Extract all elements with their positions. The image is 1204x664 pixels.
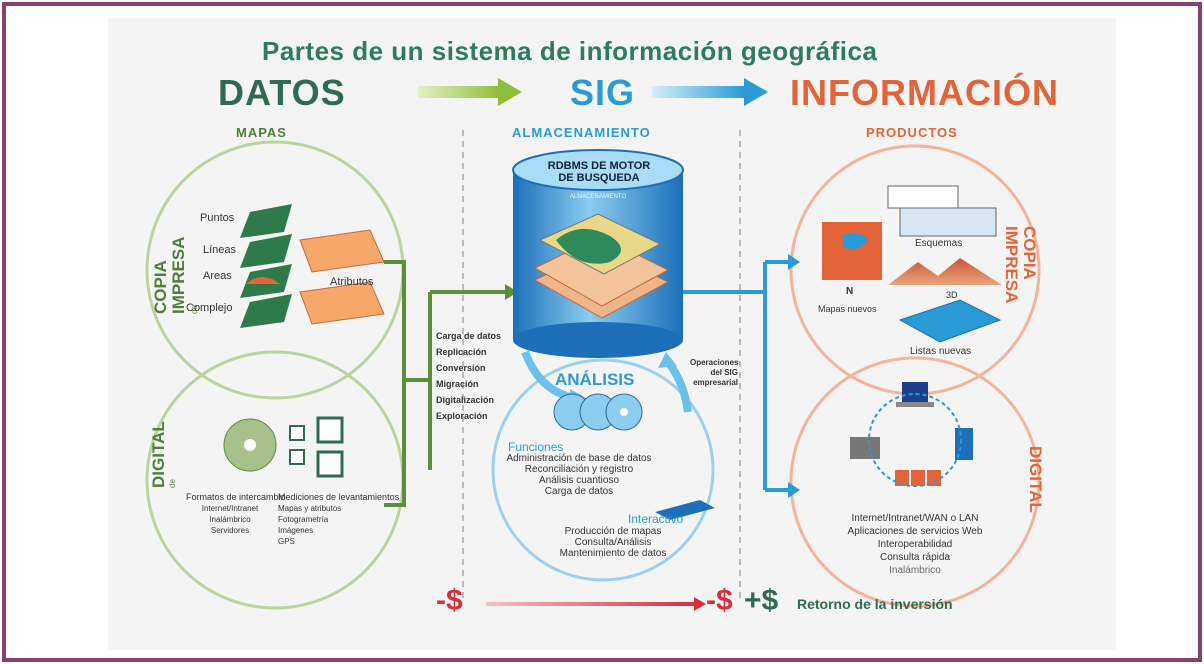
- arrow-sig-informacion-icon: [652, 78, 768, 106]
- db-title: RDBMS DE MOTOR DE BUSQUEDA: [547, 160, 651, 184]
- arrow-datos-sig-icon: [418, 78, 522, 106]
- three-d-label: 3D: [946, 290, 958, 300]
- formatos-column-2: Mediciones de levantamientos Mapas y atr…: [278, 492, 400, 546]
- map-item-complejo: Complejo: [186, 302, 233, 314]
- north-label: N: [846, 286, 854, 297]
- funciones-list: Administración de base de datos Reconcil…: [506, 453, 652, 497]
- left-impresa-label: IMPRESA: [169, 236, 188, 314]
- cd-network-icon: [223, 416, 344, 478]
- map-layers-icon: [240, 204, 385, 328]
- retorno-label: Retorno de la inversión: [797, 596, 953, 612]
- left-digital-de: de: [168, 479, 177, 488]
- operaciones-label: Operaciones del SIG empresarial: [690, 358, 739, 387]
- return-plus: +$: [744, 584, 779, 617]
- formatos-column-1: Formatos de intercambio Internet/Intrane…: [186, 492, 286, 535]
- interactivo-list: Producción de mapas Consulta/Análisis Ma…: [559, 526, 667, 559]
- carga-list: Carga de datos Replicación Conversión Mi…: [436, 331, 502, 421]
- cost-minus-1: -$: [436, 584, 463, 617]
- map-item-areas: Areas: [203, 270, 232, 282]
- section-productos: PRODUCTOS: [866, 125, 958, 140]
- map-atributos: Atributos: [330, 276, 374, 288]
- right-impresa-label: IMPRESA: [1002, 226, 1021, 304]
- map-item-lineas: Líneas: [203, 244, 237, 256]
- stage-informacion: INFORMACIÓN: [790, 72, 1059, 113]
- map-item-puntos: Puntos: [200, 212, 235, 224]
- db-sublabel: ALMACENAMIENTO: [569, 194, 627, 200]
- right-copia-label: COPIA: [1020, 226, 1039, 280]
- analisis-title: ANÁLISIS: [555, 370, 635, 389]
- stage-sig: SIG: [570, 72, 636, 113]
- interactivo-title: Interactivo: [628, 512, 684, 526]
- left-copia-label: COPIA: [151, 260, 170, 314]
- mapas-nuevos-label: Mapas nuevos: [818, 304, 877, 314]
- left-digital-text: DIGITAL: [149, 421, 168, 488]
- section-mapas: MAPAS: [236, 125, 287, 140]
- devices-icon: [850, 382, 973, 487]
- cost-minus-2: -$: [706, 584, 733, 617]
- esquemas-label: Esquemas: [915, 238, 963, 249]
- right-digital-list: Internet/Intranet/WAN o LAN Aplicaciones…: [847, 513, 983, 576]
- diagram-title: Partes de un sistema de información geog…: [262, 36, 878, 66]
- funciones-title: Funciones: [508, 440, 564, 454]
- section-almacenamiento: ALMACENAMIENTO: [512, 125, 651, 140]
- right-digital-text: DIGITAL: [1026, 446, 1045, 513]
- database-cylinder-icon: [512, 149, 684, 358]
- schematics-icon: [822, 185, 1002, 343]
- disks-icon: [553, 393, 643, 431]
- stage-datos: DATOS: [218, 72, 346, 113]
- listas-nuevas-label: Listas nuevas: [910, 346, 972, 357]
